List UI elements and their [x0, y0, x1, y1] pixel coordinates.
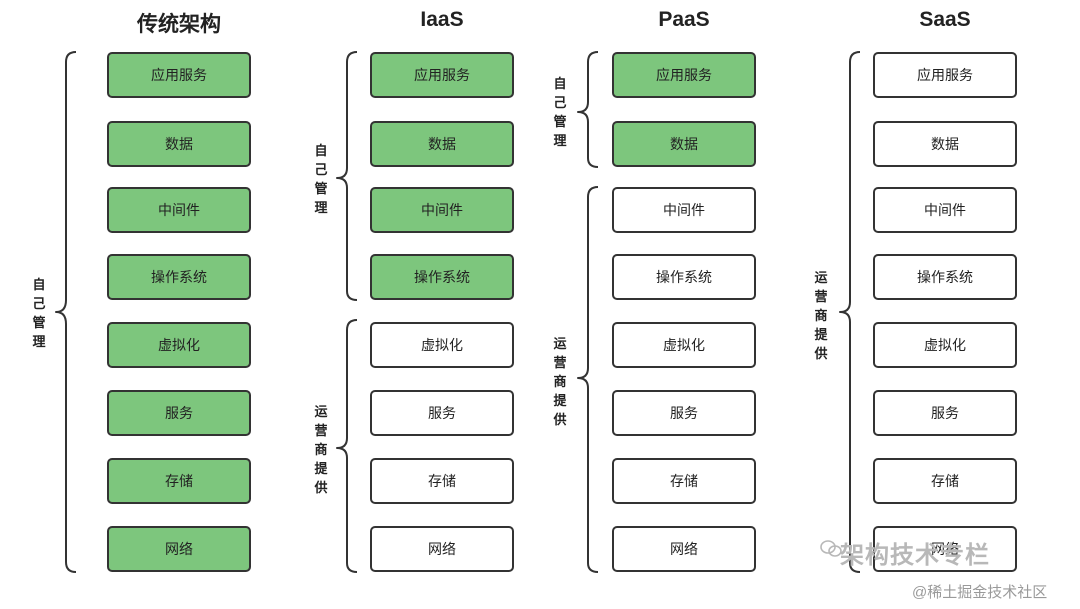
bracket-iaas-provider [336, 319, 358, 573]
traditional-virtualization: 虚拟化 [107, 322, 251, 368]
paas-virtualization: 虚拟化 [612, 322, 756, 368]
bracket-paas-self [577, 51, 599, 168]
bracket-iaas-self [336, 51, 358, 301]
title-iaas: IaaS [420, 8, 464, 31]
paas-data: 数据 [612, 121, 756, 167]
bracket-traditional-self [55, 51, 77, 573]
traditional-storage: 存储 [107, 458, 251, 504]
traditional-server: 服务 [107, 390, 251, 436]
traditional-data: 数据 [107, 121, 251, 167]
wechat-icon [820, 540, 842, 564]
paas-storage: 存储 [612, 458, 756, 504]
iaas-virtualization: 虚拟化 [370, 322, 514, 368]
paas-app-service: 应用服务 [612, 52, 756, 98]
saas-server: 服务 [873, 390, 1017, 436]
watermark-text: 架构技术专栏 [840, 542, 990, 569]
saas-virtualization: 虚拟化 [873, 322, 1017, 368]
iaas-server: 服务 [370, 390, 514, 436]
label-saas-provider: 运营商提供 [814, 270, 828, 361]
bracket-paas-provider [577, 186, 599, 573]
saas-storage: 存储 [873, 458, 1017, 504]
traditional-os: 操作系统 [107, 254, 251, 300]
iaas-app-service: 应用服务 [370, 52, 514, 98]
traditional-network: 网络 [107, 526, 251, 572]
paas-middleware: 中间件 [612, 187, 756, 233]
iaas-data: 数据 [370, 121, 514, 167]
label-traditional-self: 自己管理 [32, 277, 46, 349]
saas-os: 操作系统 [873, 254, 1017, 300]
title-saas: SaaS [919, 8, 971, 31]
traditional-middleware: 中间件 [107, 187, 251, 233]
saas-middleware: 中间件 [873, 187, 1017, 233]
credit-text: @稀土掘金技术社区 [912, 584, 1048, 601]
traditional-app-service: 应用服务 [107, 52, 251, 98]
iaas-storage: 存储 [370, 458, 514, 504]
saas-data: 数据 [873, 121, 1017, 167]
paas-network: 网络 [612, 526, 756, 572]
iaas-middleware: 中间件 [370, 187, 514, 233]
label-paas-provider: 运营商提供 [553, 336, 567, 427]
label-paas-self: 自己管理 [553, 76, 567, 148]
saas-network: 网络 [873, 526, 1017, 572]
saas-app-service: 应用服务 [873, 52, 1017, 98]
iaas-network: 网络 [370, 526, 514, 572]
title-traditional: 传统架构 [137, 13, 221, 36]
paas-os: 操作系统 [612, 254, 756, 300]
iaas-os: 操作系统 [370, 254, 514, 300]
title-paas: PaaS [658, 8, 710, 31]
label-iaas-provider: 运营商提供 [314, 404, 328, 495]
paas-server: 服务 [612, 390, 756, 436]
bracket-saas-provider [839, 51, 861, 573]
label-iaas-self: 自己管理 [314, 143, 328, 215]
